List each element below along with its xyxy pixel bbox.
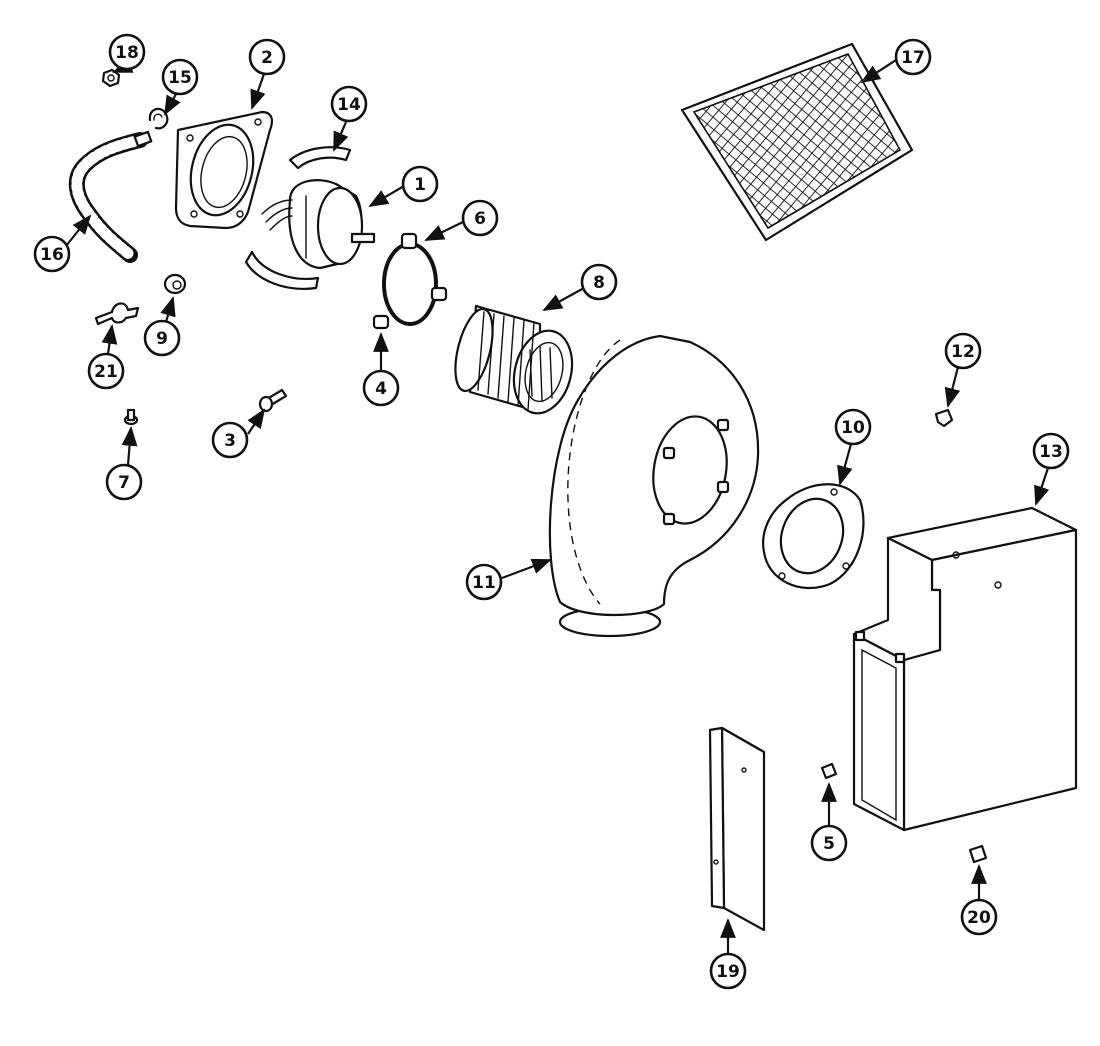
callout-15-label: 15	[168, 68, 192, 88]
callout-10-label: 10	[841, 418, 865, 438]
part-20-clip	[968, 844, 988, 864]
callout-12-label: 12	[951, 342, 975, 362]
callout-18: 18	[108, 33, 146, 74]
part-9-grommet	[163, 273, 187, 295]
callout-12: 12	[944, 332, 982, 408]
callout-21-label: 21	[94, 362, 118, 382]
callout-11-label: 11	[472, 573, 496, 593]
part-18-nut	[101, 68, 121, 88]
callout-13: 13	[1032, 432, 1070, 506]
callout-4: 4	[362, 332, 400, 407]
callout-13-label: 13	[1039, 442, 1063, 462]
part-2-motor-mount-plate	[174, 110, 273, 230]
part-11-blower-housing	[548, 334, 760, 638]
callout-16-label: 16	[40, 245, 64, 265]
callout-15: 15	[161, 58, 199, 116]
callout-11: 11	[465, 558, 552, 601]
callout-6-label: 6	[474, 209, 486, 229]
part-15-clip	[148, 107, 169, 130]
part-12-clip	[934, 408, 954, 428]
part-3-screw	[258, 388, 288, 413]
callout-1: 1	[368, 165, 439, 208]
callout-19-label: 19	[716, 962, 740, 982]
callout-9: 9	[143, 296, 181, 357]
part-17-filter	[680, 42, 914, 242]
callout-7-label: 7	[118, 473, 130, 493]
callout-17: 17	[860, 38, 932, 84]
part-13-duct-box	[852, 506, 1078, 832]
part-1-blower-motor	[261, 179, 376, 270]
part-10-ring	[762, 483, 865, 590]
callout-16: 16	[33, 214, 92, 273]
callout-21: 21	[87, 324, 125, 390]
part-16-power-cord	[68, 130, 153, 263]
callout-3: 3	[211, 408, 266, 459]
callout-4-label: 4	[375, 379, 387, 399]
callout-18-label: 18	[115, 43, 139, 63]
callout-3-label: 3	[224, 431, 236, 451]
callout-5-label: 5	[823, 834, 835, 854]
callout-17-label: 17	[901, 48, 925, 68]
callout-2-label: 2	[261, 48, 273, 68]
callout-9-label: 9	[156, 329, 168, 349]
callout-20: 20	[960, 864, 998, 936]
callout-14: 14	[330, 85, 368, 152]
callout-20-label: 20	[967, 908, 991, 928]
part-19-panel	[708, 726, 766, 932]
callout-8: 8	[542, 263, 618, 311]
part-14-motor-straps	[244, 146, 352, 290]
part-5-clip	[820, 762, 838, 780]
callout-10: 10	[834, 408, 872, 486]
callout-6: 6	[424, 199, 499, 241]
callout-14-label: 14	[337, 95, 361, 115]
callout-8-label: 8	[593, 273, 605, 293]
callout-5: 5	[810, 782, 848, 862]
callout-7: 7	[105, 426, 143, 501]
callout-2: 2	[248, 38, 286, 110]
callout-1-label: 1	[414, 175, 426, 195]
part-8-blower-wheel	[454, 304, 574, 415]
part-7-screw	[123, 408, 139, 426]
part-21-clamp	[94, 302, 140, 326]
part-6-motor-bracket	[372, 232, 448, 330]
callout-19: 19	[709, 918, 747, 990]
